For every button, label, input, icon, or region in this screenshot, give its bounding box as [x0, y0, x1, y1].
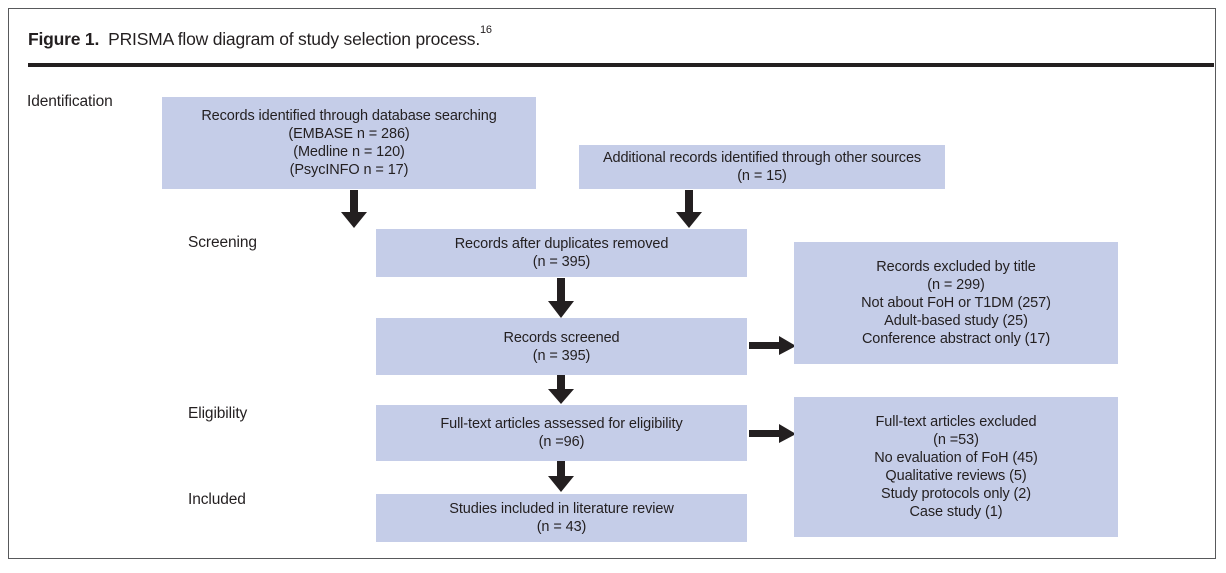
box-records-after-duplicates-removed: Records after duplicates removed (n = 39…: [376, 229, 747, 277]
figure-reference-superscript: 16: [480, 23, 492, 36]
stage-label-included: Included: [188, 491, 246, 508]
arrow-down-database-to-duplicates: [340, 190, 368, 229]
box-records-excluded-by-title: Records excluded by title (n = 299) Not …: [794, 242, 1118, 364]
figure-frame: Figure 1. PRISMA flow diagram of study s…: [8, 8, 1216, 559]
box-line: (EMBASE n = 286): [288, 126, 410, 142]
box-line: Not about FoH or T1DM (257): [861, 295, 1051, 311]
arrow-down-fulltext-to-included: [547, 461, 575, 493]
arrow-down-other-sources-to-duplicates: [675, 190, 703, 229]
box-line: (Medline n = 120): [293, 144, 405, 160]
box-line: Full-text articles excluded: [875, 414, 1037, 430]
arrow-down-duplicates-to-screened: [547, 278, 575, 319]
arrow-right-screened-to-excluded-by-title: [749, 336, 797, 356]
box-line: Studies included in literature review: [449, 501, 674, 517]
box-line: Full-text articles assessed for eligibil…: [440, 416, 683, 432]
box-line: Qualitative reviews (5): [885, 468, 1027, 484]
figure-label: Figure 1.: [28, 28, 100, 49]
box-line: Case study (1): [909, 504, 1003, 520]
box-line: (n = 395): [532, 254, 591, 270]
figure-caption: Figure 1. PRISMA flow diagram of study s…: [28, 19, 1178, 59]
box-line: Records identified through database sear…: [201, 108, 497, 124]
box-line: Adult-based study (25): [884, 313, 1028, 329]
box-line: Conference abstract only (17): [861, 331, 1051, 347]
stage-label-screening: Screening: [188, 234, 257, 251]
box-line: (n = 395): [532, 347, 591, 364]
box-records-identified-database: Records identified through database sear…: [162, 97, 536, 189]
box-line: (n =96): [538, 434, 585, 450]
box-line: Records screened: [503, 329, 620, 346]
arrow-right-eligibility-to-fulltext-excluded: [749, 424, 797, 444]
box-line: (n = 15): [737, 168, 787, 184]
stage-label-identification: Identification: [27, 93, 113, 110]
box-records-screened: Records screened (n = 395): [376, 318, 747, 375]
box-line: (n = 299): [927, 277, 985, 293]
arrow-down-screened-to-fulltext: [547, 375, 575, 405]
box-line: No evaluation of FoH (45): [874, 450, 1038, 466]
figure-caption-text: PRISMA flow diagram of study selection p…: [108, 24, 492, 50]
box-line: Records after duplicates removed: [454, 236, 669, 252]
box-additional-records-other-sources: Additional records identified through ot…: [579, 145, 945, 189]
box-line: (n =53): [933, 432, 979, 448]
box-line: Additional records identified through ot…: [602, 150, 922, 166]
box-line: (PsycINFO n = 17): [289, 162, 409, 178]
box-line: (n = 43): [536, 519, 587, 535]
box-line: Records excluded by title: [876, 259, 1036, 275]
box-line: Study protocols only (2): [881, 486, 1031, 502]
caption-divider-rule: [28, 63, 1214, 67]
stage-label-eligibility: Eligibility: [188, 405, 248, 422]
figure-caption-sentence: PRISMA flow diagram of study selection p…: [108, 28, 481, 49]
box-fulltext-articles-excluded: Full-text articles excluded (n =53) No e…: [794, 397, 1118, 537]
box-studies-included-literature-review: Studies included in literature review (n…: [376, 494, 747, 542]
box-fulltext-assessed-eligibility: Full-text articles assessed for eligibil…: [376, 405, 747, 461]
